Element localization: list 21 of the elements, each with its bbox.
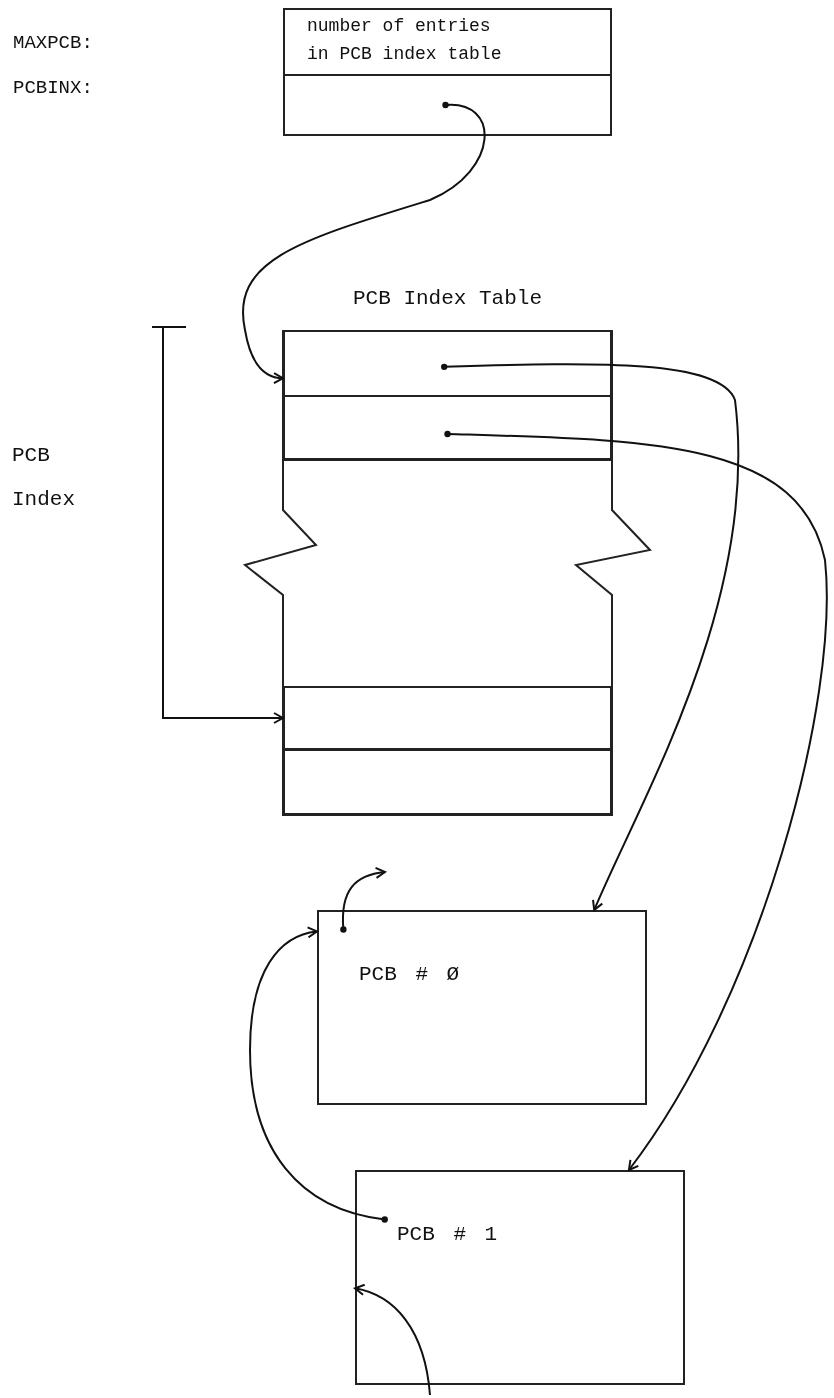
table-title: PCB Index Table (352, 286, 543, 312)
field-label: PCBINX: (13, 76, 93, 101)
cell-text: number of entries in PCB index table (307, 15, 503, 66)
table-row (283, 330, 612, 397)
box-label: PCB # Ø (359, 962, 460, 988)
pointer-arrow (242, 101, 486, 384)
memory-block (283, 8, 612, 136)
pointer-arrow (249, 927, 388, 1223)
pointer-arrow (340, 867, 386, 933)
pointer-arrow (441, 363, 740, 911)
box-label: PCB # 1 (397, 1222, 498, 1248)
bracket-arrow (162, 326, 284, 724)
pcb-box (355, 1170, 685, 1385)
table-row (283, 395, 612, 460)
pcb-box (317, 910, 647, 1105)
pointer-arrow (354, 1284, 431, 1396)
table-row (283, 686, 612, 750)
pointer-arrow (444, 430, 828, 1171)
field-label: MAXPCB: (13, 31, 93, 56)
table-row (283, 749, 612, 815)
bracket-label: PCB Index (12, 443, 76, 513)
